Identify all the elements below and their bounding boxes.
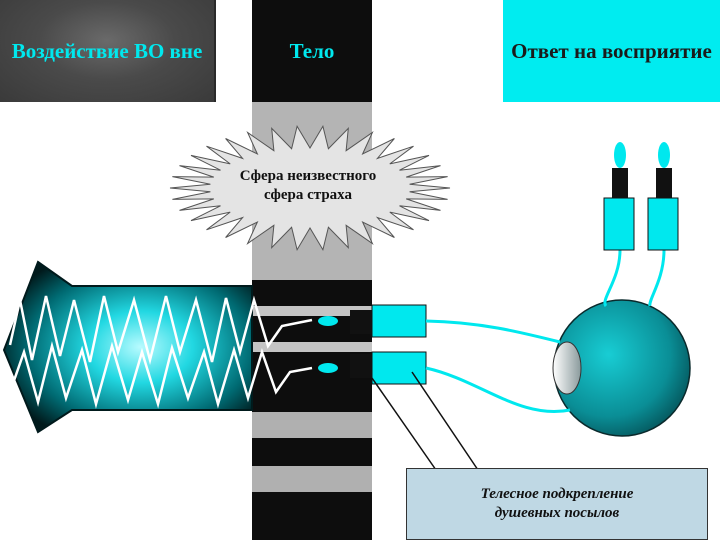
spark-icon (8, 341, 313, 409)
response-box: Ответ на восприятие (503, 0, 720, 102)
note-line-1: Телесное подкрепление (480, 486, 634, 502)
spark-icon (8, 295, 313, 365)
body-label: Тело (289, 38, 335, 63)
fear-sphere-line-1: Сфера неизвестного (239, 168, 377, 184)
external-impact-label: Воздействие ВО вне (11, 38, 203, 63)
pointer-lines (371, 371, 479, 471)
fear-sphere-label: Сфера неизвестного сфера страха (208, 167, 408, 205)
eye-icon (552, 299, 691, 437)
plug-icon (603, 142, 679, 251)
note-line-2: душевных посылов (494, 505, 620, 521)
external-impact-box: Воздействие ВО вне (0, 0, 216, 102)
arrow-left-icon (2, 260, 313, 434)
body-box: Тело (252, 0, 372, 102)
response-label: Ответ на восприятие (511, 38, 712, 63)
fear-sphere-line-2: сфера страха (264, 187, 352, 203)
fear-sphere-burst (169, 124, 451, 252)
cables (425, 249, 666, 413)
note-box: Телесное подкрепление душевных посылов (406, 468, 708, 540)
